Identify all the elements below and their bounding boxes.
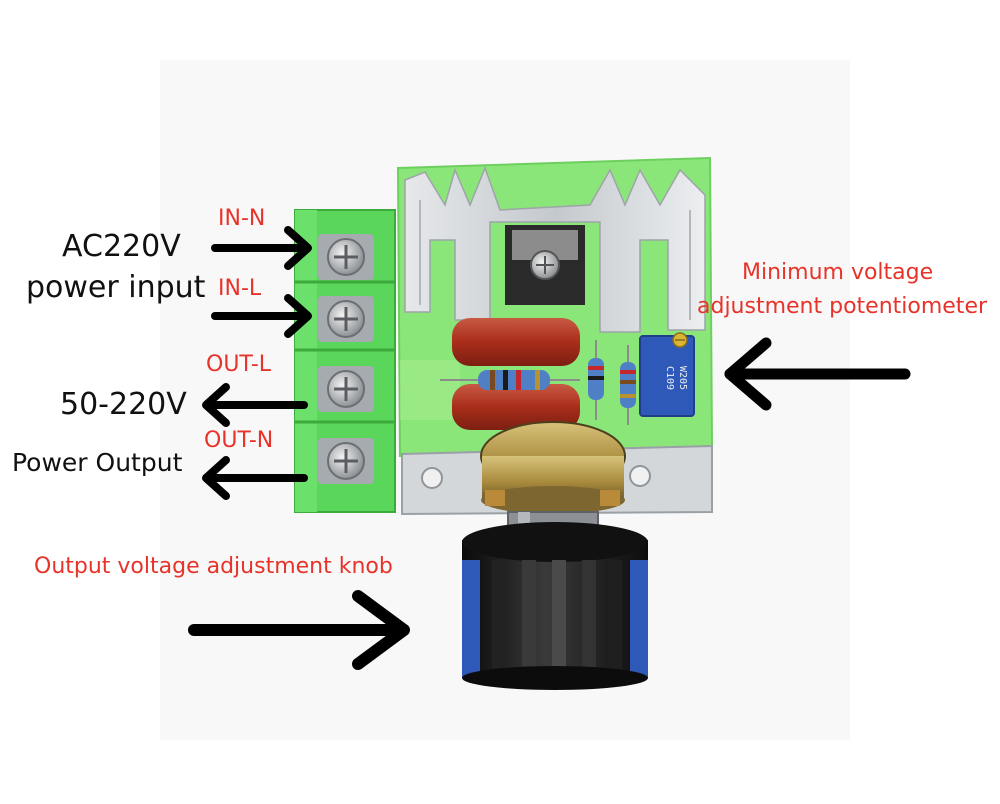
label-min-voltage-line2: adjustment potentiometer [697,294,988,319]
label-in-l: IN-L [218,276,262,301]
terminal-screw-out-n [318,438,374,484]
main-potentiometer [480,421,626,514]
trimmer-marking-2: C109 [664,366,675,390]
label-ac-input-line2: power input [26,270,206,305]
arrow-knob [188,590,410,670]
label-out-l: OUT-L [206,352,272,377]
arrow-in-l [211,294,312,338]
capacitor-bottom [452,384,580,430]
heatsink [404,165,706,333]
arrow-in-n [211,226,312,270]
label-ac-input-line1: AC220V [62,229,181,264]
trimmer-potentiometer: W205 C109 [639,332,695,417]
terminal-screw-out-l [318,366,374,412]
terminal-block [294,209,396,513]
terminal-screw-in-l [318,296,374,342]
capacitor-top [452,318,580,366]
resistor-vertical-left [588,340,604,420]
trimmer-marking-1: W205 [677,366,688,390]
resistor-horizontal [440,370,580,390]
label-in-n: IN-N [218,206,266,231]
label-min-voltage-line1: Minimum voltage [742,260,934,285]
triac [505,225,585,305]
resistor-vertical-right [620,345,636,425]
terminal-screw-in-n [318,234,374,280]
arrow-min-voltage [724,337,911,411]
label-out-n: OUT-N [204,428,274,453]
label-output-desc: Power Output [12,448,183,477]
adjustment-knob [462,522,648,690]
label-output-range: 50-220V [60,387,187,422]
label-knob: Output voltage adjustment knob [34,554,393,579]
arrow-out-l [202,383,308,427]
arrow-out-n [202,456,308,500]
